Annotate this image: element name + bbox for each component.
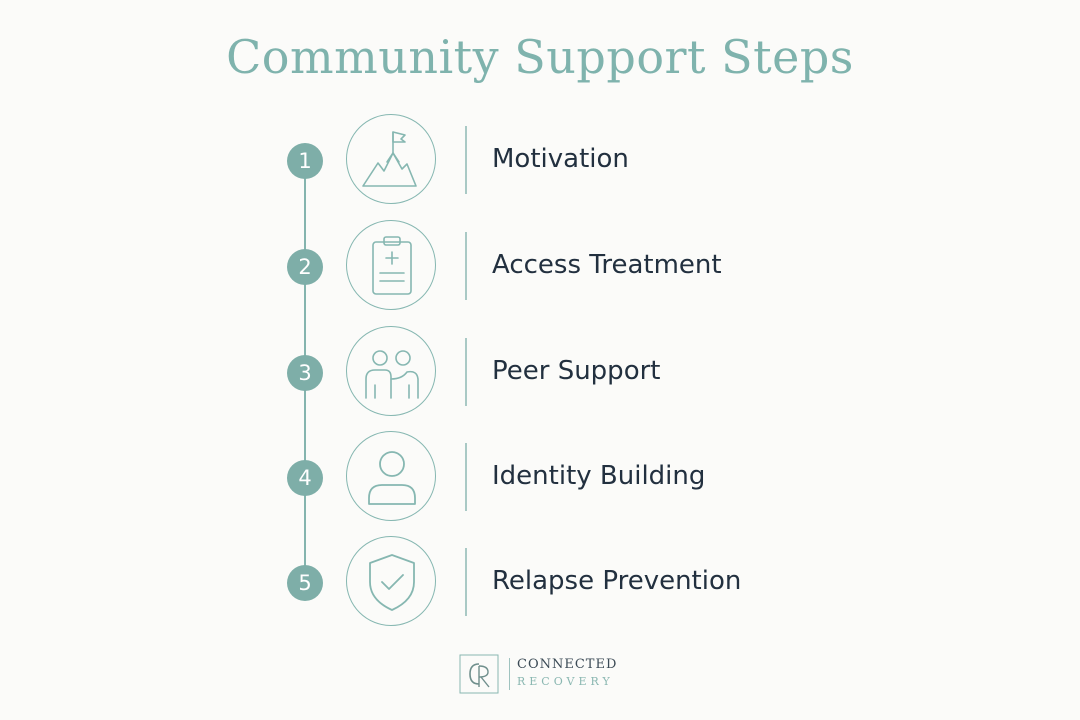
step-access-treatment: 2 Access Treatment bbox=[0, 220, 1080, 314]
brand-logo: CONNECTED RECOVERY bbox=[459, 654, 629, 696]
step-number: 5 bbox=[287, 565, 323, 601]
mountain-flag-icon bbox=[346, 114, 436, 204]
step-relapse-prevention: 5 Relapse Prevention bbox=[0, 536, 1080, 630]
medical-clipboard-icon bbox=[346, 220, 436, 310]
logo-monogram-icon bbox=[459, 654, 499, 694]
step-label: Peer Support bbox=[492, 356, 661, 386]
shield-check-icon bbox=[346, 536, 436, 626]
step-label: Identity Building bbox=[492, 461, 706, 491]
step-number: 3 bbox=[287, 355, 323, 391]
logo-text-recovery: RECOVERY bbox=[517, 675, 614, 688]
step-label: Access Treatment bbox=[492, 250, 722, 280]
divider bbox=[465, 338, 467, 406]
divider bbox=[465, 232, 467, 300]
step-number: 2 bbox=[287, 249, 323, 285]
person-icon bbox=[346, 431, 436, 521]
step-peer-support: 3 Peer Support bbox=[0, 326, 1080, 420]
step-number: 1 bbox=[287, 143, 323, 179]
page-title: Community Support Steps bbox=[226, 30, 854, 84]
divider bbox=[465, 443, 467, 511]
peer-support-icon bbox=[346, 326, 436, 416]
logo-divider bbox=[509, 658, 510, 690]
step-identity-building: 4 Identity Building bbox=[0, 431, 1080, 525]
logo-text-connected: CONNECTED bbox=[517, 657, 618, 672]
step-label: Relapse Prevention bbox=[492, 566, 742, 596]
divider bbox=[465, 548, 467, 616]
step-motivation: 1 Motivation bbox=[0, 114, 1080, 208]
step-label: Motivation bbox=[492, 144, 629, 174]
divider bbox=[465, 126, 467, 194]
step-number: 4 bbox=[287, 460, 323, 496]
